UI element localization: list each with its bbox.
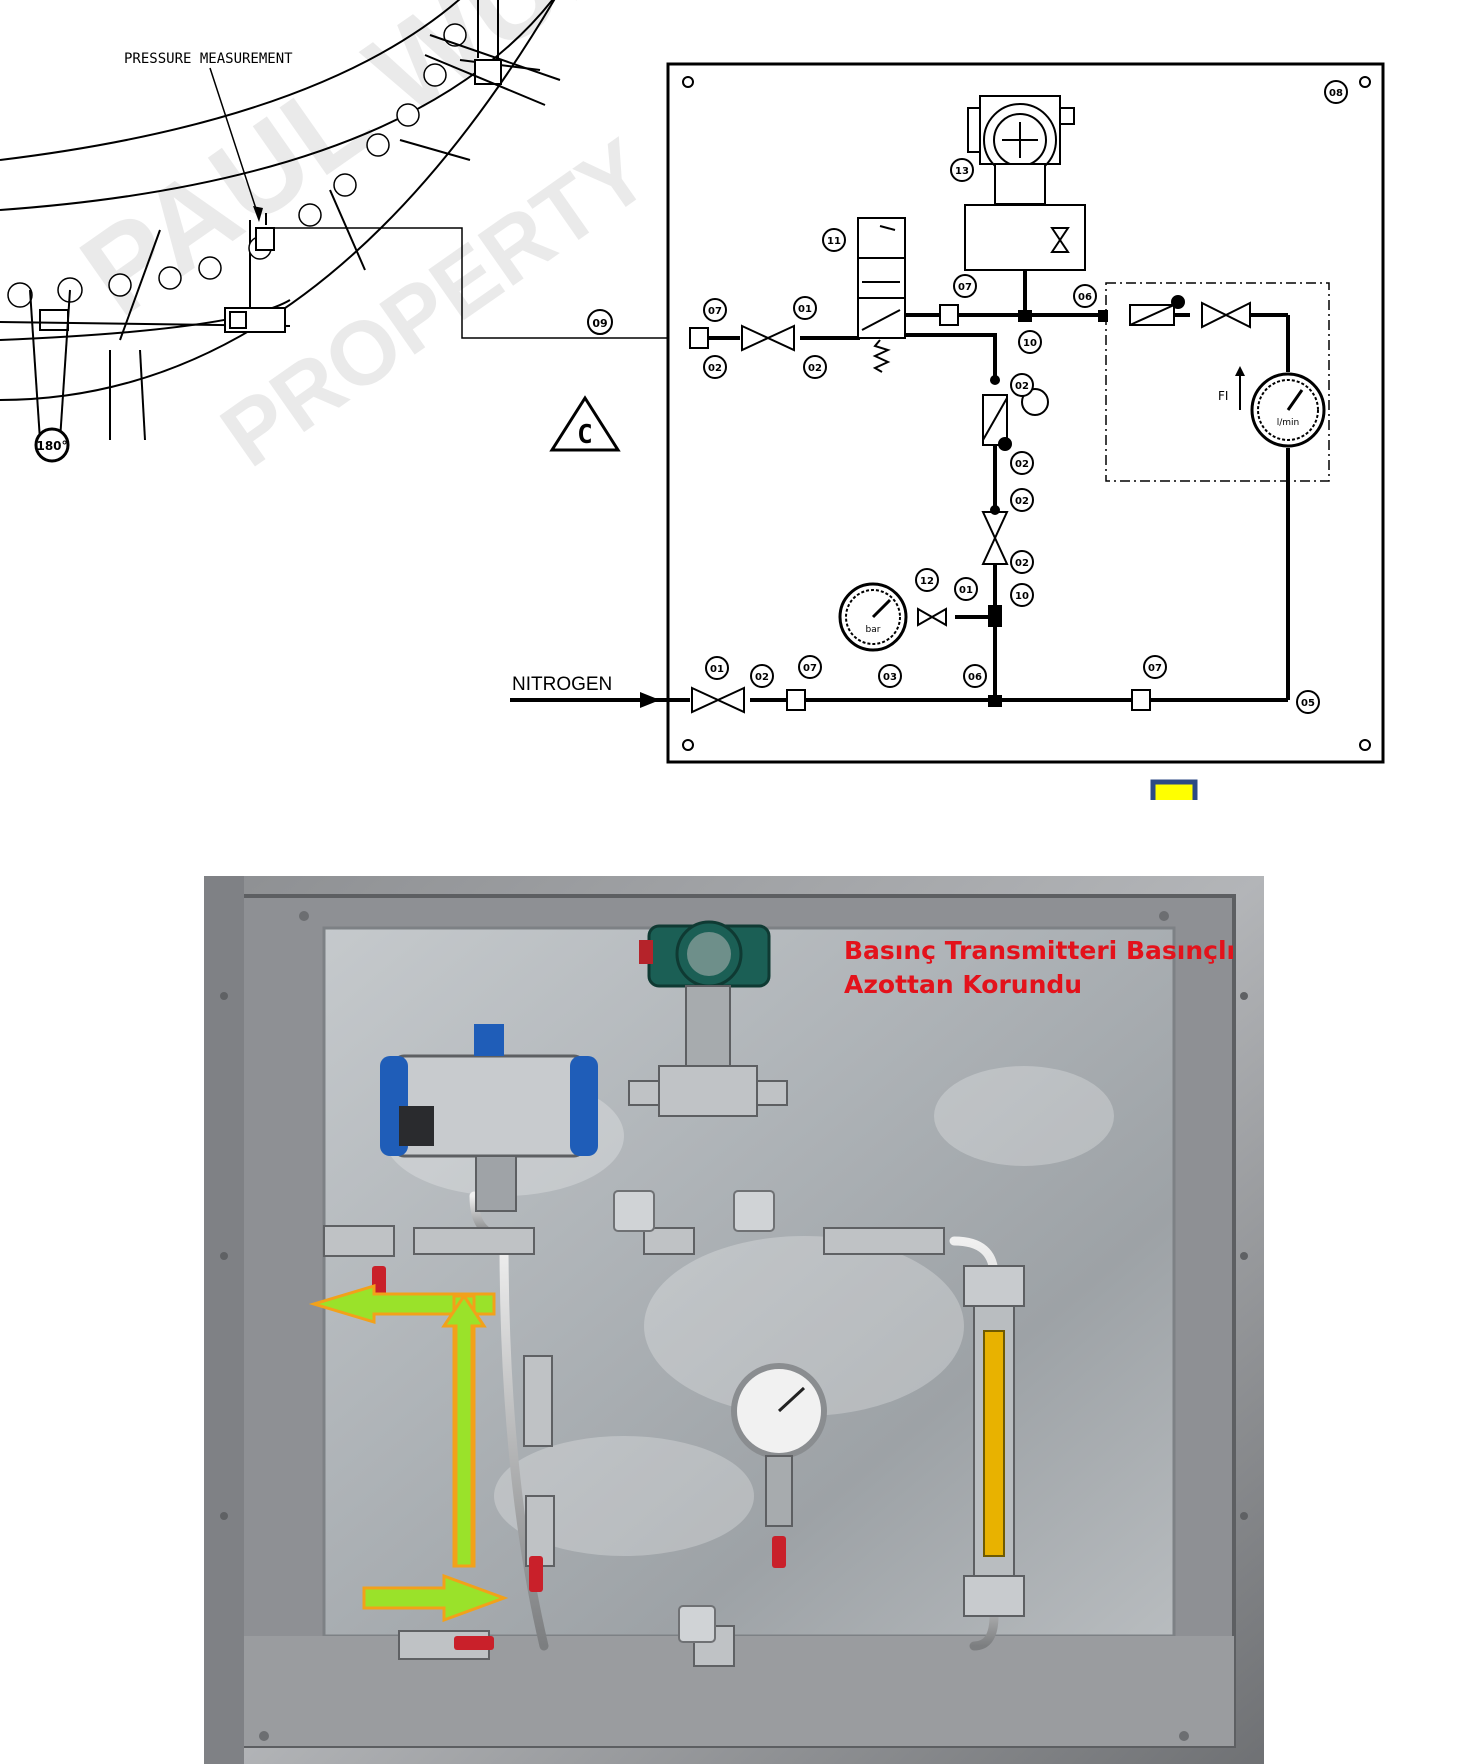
callout-02-a: 02 [703,355,727,379]
pressure-measurement-label: PRESSURE MEASUREMENT [124,51,293,67]
callout-07-b: 07 [953,274,977,298]
nitrogen-label: NITROGEN [512,674,612,695]
flow-direction-arrows [308,1283,509,1623]
fi-label: FI [1218,389,1228,403]
svg-text:11: 11 [827,236,841,247]
callout-08: 08 [1324,80,1348,104]
purge-rotameter [982,388,1049,451]
svg-text:06: 06 [968,672,982,683]
svg-text:02: 02 [1015,381,1029,392]
callout-07-c: 07 [798,655,822,679]
svg-text:02: 02 [755,672,769,683]
svg-text:08: 08 [1329,88,1343,99]
svg-text:01: 01 [710,664,724,675]
ball-valve-nitrogen [691,686,745,714]
callout-01-b: 01 [954,577,978,601]
flow-indicator-element [1129,295,1185,326]
svg-text:02: 02 [1015,496,1029,507]
solenoid-valve [857,217,906,373]
callout-06-b: 06 [963,664,987,688]
svg-text:02: 02 [1015,459,1029,470]
pressure-gauge-photo [731,1363,827,1527]
callout-13: 13 [950,158,974,182]
callout-10-a: 10 [1018,330,1042,354]
callout-02-c: 02 [1010,373,1034,397]
tube-fittings [323,1225,945,1667]
angle-marker: 180° [34,427,70,463]
callout-07-d: 07 [1143,655,1167,679]
panel-piping [510,270,1290,702]
callout-07-a: 07 [703,298,727,322]
svg-text:02: 02 [1015,558,1029,569]
svg-text:06: 06 [1078,292,1092,303]
rotameter-photo [963,1265,1025,1617]
pressure-transmitter [964,95,1086,271]
cabinet-photo [204,876,1264,1764]
pressure-gauge-unit: bar [866,625,881,635]
caption-line-1: Basınç Transmitteri Basınçlı [844,936,1236,965]
callout-02-d: 02 [1010,451,1034,475]
flow-gauge: l/min [1250,372,1326,448]
svg-text:07: 07 [708,306,722,317]
callout-02-g: 02 [750,664,774,688]
svg-text:05: 05 [1301,698,1315,709]
svg-text:10: 10 [1015,591,1029,602]
pneumatic-schematic: PAUL WURTH PROPERTY [0,0,1385,800]
panel-mount-holes [682,76,1371,751]
flow-meter-assembly [1105,282,1330,482]
callout-09: 09 [587,309,613,335]
blowpipe-assembly-left [0,289,291,441]
blowpipe-assembly-top [424,0,561,106]
ball-valve-vertical [981,511,1009,565]
svg-text:01: 01 [959,585,973,596]
transmitter-photo [628,920,788,1117]
svg-text:07: 07 [803,663,817,674]
svg-text:12: 12 [920,576,934,587]
callout-01-a: 01 [793,296,817,320]
flow-gauge-unit: l/min [1277,418,1300,428]
tube-clamps [613,1190,775,1643]
tee-markers [988,310,1108,707]
down-arrow [1150,779,1198,800]
caption-line-2: Azottan Korundu [844,970,1083,999]
svg-text:07: 07 [958,282,972,293]
callout-02-f: 02 [1010,550,1034,574]
furnace-ring-section [0,0,561,441]
callout-12: 12 [915,568,939,592]
door-hinge-strip [204,876,244,1764]
svg-text:10: 10 [1023,338,1037,349]
callout-06-a: 06 [1073,284,1097,308]
callout-01-c: 01 [705,656,729,680]
callout-03: 03 [878,664,902,688]
callout-05: 05 [1296,690,1320,714]
revision-mark: C [577,420,593,450]
revision-triangle: C [549,395,621,452]
fittings-07 [689,304,1151,711]
callout-10-b: 10 [1010,583,1034,607]
svg-text:13: 13 [955,166,969,177]
pressure-gauge: bar [838,582,908,652]
svg-text:03: 03 [883,672,897,683]
needle-valve-flow [1201,301,1251,329]
svg-text:09: 09 [592,317,607,330]
angle-label: 180° [36,439,67,453]
svg-text:02: 02 [808,363,822,374]
callout-02-b: 02 [803,355,827,379]
needle-valve-gauge [917,607,947,627]
svg-text:01: 01 [798,304,812,315]
impulse-line-09 [266,227,690,339]
callout-11: 11 [822,228,846,252]
photo-caption: Basınç Transmitteri Basınçlı Azottan Kor… [844,934,1264,1002]
ball-valve-inlet [741,324,795,352]
svg-text:02: 02 [708,363,722,374]
svg-text:07: 07 [1148,663,1162,674]
callout-02-e: 02 [1010,488,1034,512]
callouts: 07 02 01 02 11 13 07 10 06 08 02 02 02 0… [703,80,1348,714]
pneumatic-actuator [380,1024,598,1212]
